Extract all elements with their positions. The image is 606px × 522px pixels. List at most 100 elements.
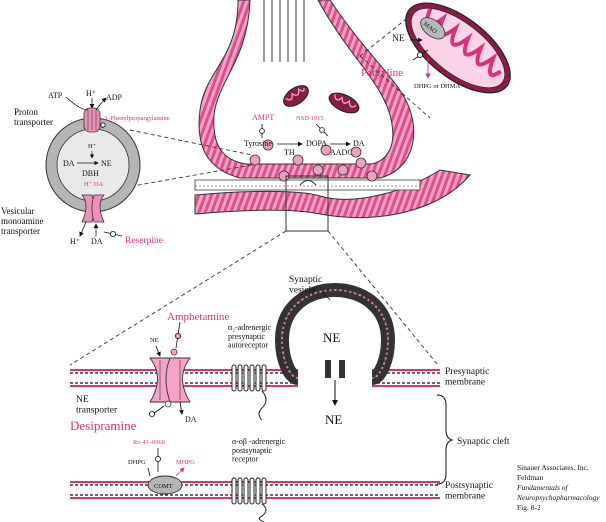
postsynaptic-membrane-text: Postsynaptic: [445, 481, 493, 491]
mhpg-label: MHPG: [176, 459, 195, 466]
amphetamine-dot: [174, 332, 181, 339]
vesicle-ne-big-label: NE: [323, 330, 340, 345]
synaptic-cleft-bracket: [436, 394, 454, 485]
ro41-label: Ro 41–0960: [133, 439, 165, 446]
comt-enzyme: COMT: [147, 475, 183, 495]
vesicle-da-label: DA: [63, 159, 75, 168]
vmat-text-line-3: transporter: [1, 226, 40, 236]
zoom-box: [285, 175, 329, 232]
ampt-inhibit-dot: [259, 128, 265, 134]
synaptic-vesicle: [274, 282, 396, 385]
desipramine-inhibit-dot: [148, 410, 155, 417]
credit-line-4: Neuropsychopharmacology: [516, 493, 600, 502]
postsynaptic-membrane-text-line-2: membrane: [445, 491, 485, 501]
alpha2-text-line-3: autoreceptor: [228, 341, 268, 350]
ampt-label: AMPT: [252, 113, 274, 122]
dhpg-dhma-label: DHPG or DHMA: [414, 83, 461, 90]
ne-released-label: NE: [325, 412, 342, 427]
axon-stripes: [263, 0, 305, 62]
proton-transporter-text: Proton: [14, 107, 39, 117]
zoom-line-right: [327, 230, 439, 366]
terminal-vesicles: [249, 139, 378, 182]
ne-transporter: [149, 348, 191, 408]
vmat-text: Vesicular: [1, 206, 35, 216]
desipramine-site: [164, 400, 172, 408]
vmat-text-line-2: monoamine: [1, 216, 44, 226]
atp-arrow: [65, 96, 89, 111]
mitochondrion-small-1: [283, 85, 309, 107]
ne-transporter-text-line-2: transporter: [76, 405, 118, 415]
terminal-membrane: [198, 0, 415, 179]
dhpg-arrow: [147, 467, 151, 477]
reserpine-inhibit-dot: [110, 230, 117, 237]
comt-label: COMT: [154, 483, 173, 490]
nsd-inhibit-dot: [319, 127, 325, 133]
synaptic-cleft-label: Synaptic cleft: [457, 436, 510, 447]
atp-label: ATP: [48, 91, 63, 100]
adp-arrow: [95, 97, 107, 111]
proton-transporter-text-line-2: transporter: [14, 117, 53, 127]
credit-line-1: Sinauer Associates, Inc.: [517, 463, 589, 472]
desipramine-label: Desipramine: [70, 418, 137, 433]
alpha2-autoreceptor: [231, 364, 267, 421]
da-out-label: DA: [185, 415, 197, 424]
amphetamine-site: [170, 348, 178, 356]
credit-line-3: Fundamentals of: [516, 483, 569, 492]
presynaptic-terminal: AMPT NSD 1015 Tyrosine TH DOPA AADC DA: [194, 0, 471, 232]
synaptic-vesicle-text: Synaptic: [289, 275, 322, 285]
ne-small-label: NE: [150, 337, 159, 344]
alpha-beta-text-line-2: postsynaptic: [232, 446, 272, 455]
alpha2-text: α₂-adrenergic: [228, 323, 272, 332]
synaptic-vesicle-text-line-2: vesicle: [289, 285, 315, 295]
vmat-transporter: [81, 194, 105, 223]
phenylpropargylamine-label: 3–Phenylpropargylamine: [104, 115, 170, 122]
credit-line-5: Fig. 8-2: [517, 503, 541, 512]
th-label: TH: [284, 148, 295, 157]
postsynaptic-receptor: [231, 477, 267, 522]
mitochondrion-small-2: [328, 92, 360, 114]
amphetamine-label: Amphetamine: [167, 311, 229, 323]
alpha-beta-text-line-3: receptor: [232, 455, 259, 464]
h-plus-bottom-label: H⁺: [70, 237, 80, 246]
h-plus-top-label: H⁺: [86, 89, 96, 98]
presynaptic-membrane-text-line-2: membrane: [445, 377, 485, 387]
ne-transporter-text: NE: [76, 395, 89, 405]
vesicle-h-label: H⁺: [88, 143, 97, 150]
postsynaptic-membrane: [70, 481, 440, 499]
ne-reuptake-arrow: [155, 345, 161, 357]
mito-ne-label: NE: [392, 34, 405, 44]
da-synth-label: DA: [353, 139, 365, 148]
postsynaptic-band: [194, 169, 471, 219]
presynaptic-membrane-text: Presynaptic: [445, 367, 489, 377]
phenyl-inhibit-dot: [100, 122, 106, 128]
tyrosine-label: Tyrosine: [244, 139, 272, 148]
h-out-arrow: [79, 221, 87, 237]
mitochondrion-zoom: MAO NE Pargyline DHPG or DHMA: [359, 2, 511, 119]
pargyline-inhibit-dot: [416, 52, 423, 59]
dopa-label: DOPA: [306, 139, 327, 148]
pargyline-label: Pargyline: [361, 67, 403, 79]
credit-block: Sinauer Associates, Inc. Feldman Fundame…: [516, 463, 600, 512]
vesicle-pointer: [321, 291, 331, 301]
adp-label: ADP: [106, 93, 123, 102]
ro41-inhibit-dot: [154, 455, 161, 462]
vesicle-dbh-label: DBH: [82, 169, 99, 178]
nsd1015-label: NSD 1015: [296, 115, 324, 122]
vesicle-h-da-label: H⁺ DA: [84, 181, 103, 188]
alpha-beta-text: α-oβ -adrenergic: [232, 437, 286, 446]
aadc-label: AADC: [330, 148, 353, 157]
alpha2-text-line-2: presynaptic: [228, 332, 265, 341]
credit-line-2: Feldman: [517, 473, 543, 482]
reserpine-label: Reserpine: [125, 236, 163, 246]
terminal-bottom-band: [194, 179, 421, 191]
mao-enzyme: [420, 17, 446, 40]
